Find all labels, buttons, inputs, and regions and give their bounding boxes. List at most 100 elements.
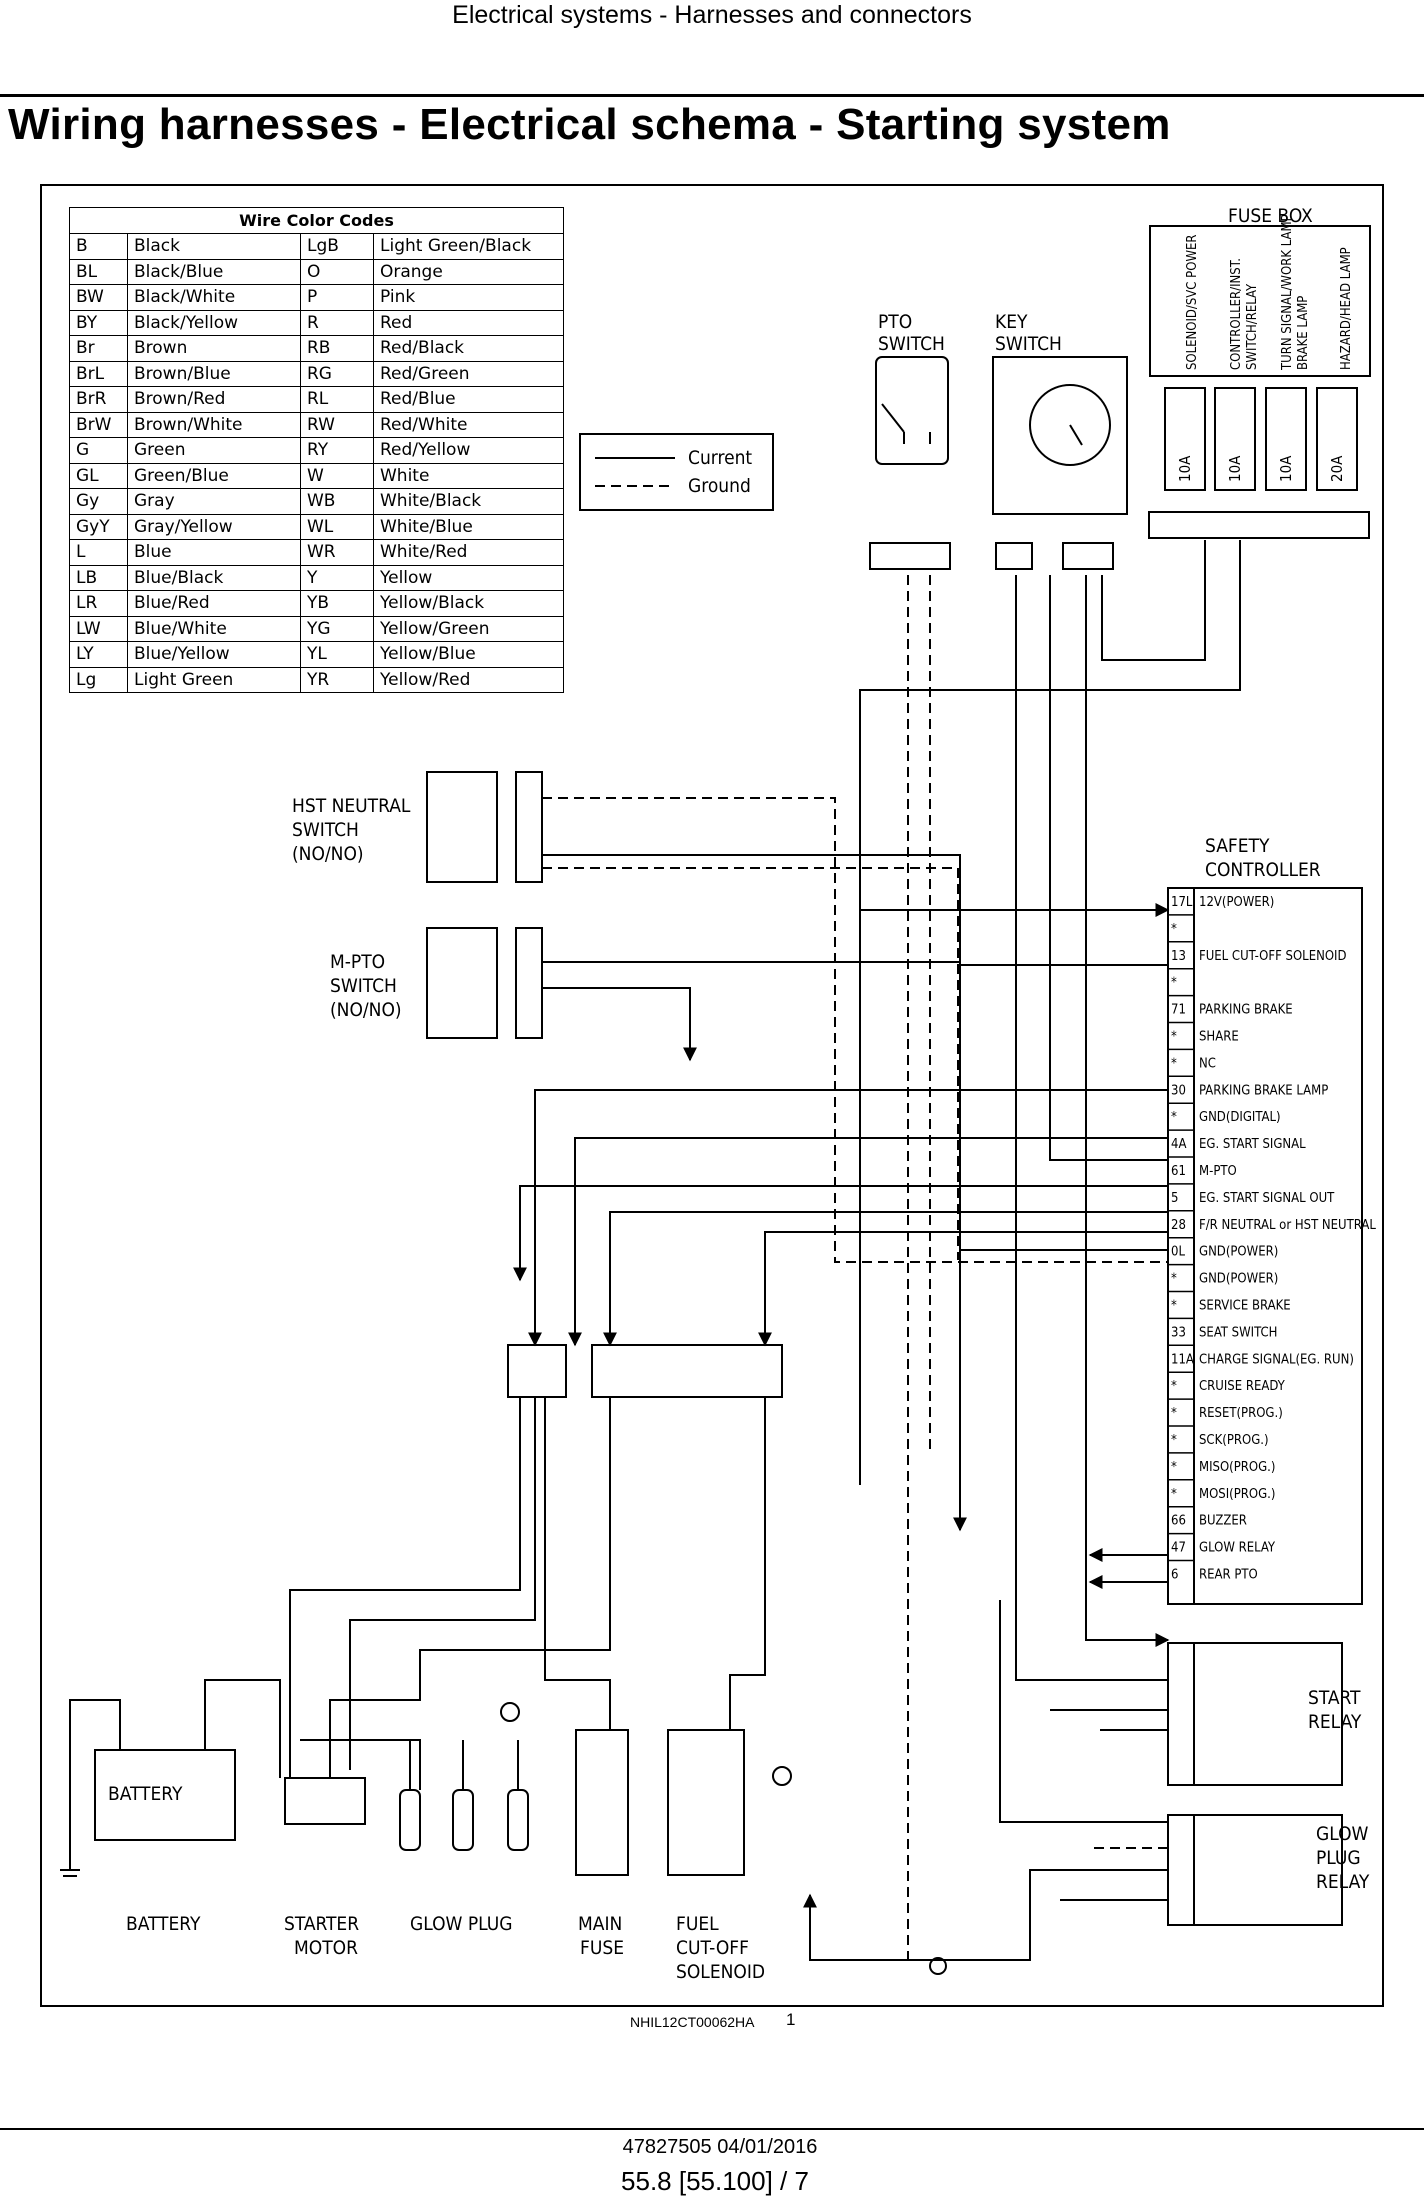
start-relay [1193,1642,1343,1786]
safety-pin-number: * [1171,1487,1177,1502]
wire-color-name: Red/Blue [373,386,564,413]
safety-pin-number: 33 [1171,1325,1186,1340]
legend-ground-label: Ground [688,475,751,497]
glow-plug-relay [1193,1814,1343,1926]
safety-controller [1193,887,1363,1605]
safety-pin-number: * [1171,1460,1177,1475]
glow-plug-1 [399,1789,421,1851]
glow-plug-2 [452,1789,474,1851]
glow-relay-label: RELAY [1316,1871,1370,1893]
safety-pin-function: M-PTO [1199,1164,1237,1179]
fuse-label: HAZARD/HEAD LAMP [1339,247,1354,370]
safety-pin-function: EG. START SIGNAL [1199,1137,1306,1152]
fuse-amp: 10A [1176,455,1194,482]
glow-relay-pins [1167,1814,1195,1926]
wire-codes-heading: Wire Color Codes [69,207,564,234]
glow-relay-label: PLUG [1316,1847,1361,1869]
mpto-switch-label: (NO/NO) [330,999,402,1021]
wire-code: LB [69,564,128,591]
ground-e13 [772,1766,792,1786]
figure-id: NHIL12CT00062HA [630,2014,755,2030]
wire-color-name: Yellow [373,564,564,591]
safety-pin-function: EG. START SIGNAL OUT [1199,1191,1335,1206]
wire-code: R [300,309,374,336]
mpto-switch-label: SWITCH [330,975,397,997]
pto-switch-label: SWITCH [878,333,945,355]
main-fuse-caption: FUSE [580,1937,624,1959]
safety-pin-number: * [1171,1056,1177,1071]
safety-pin-number: * [1171,922,1177,937]
wire-code: GyY [69,513,128,540]
fuel-cutoff-solenoid-symbol [667,1729,745,1876]
fuse-label: TURN SIGNAL/WORK LAMP [1280,214,1295,371]
wire-color-name: White/Blue [373,513,564,540]
wire-code: RL [300,386,374,413]
safety-pin-number: 28 [1171,1218,1186,1233]
wire-color-name: Red/Black [373,335,564,362]
wire-color-name: Yellow/Red [373,666,564,693]
safety-pin-function: PARKING BRAKE LAMP [1199,1083,1328,1098]
fuel-solenoid-caption: SOLENOID [676,1961,765,1983]
footer-rule [0,2128,1424,2130]
wire-color-name: Light Green [127,666,301,693]
hst-neutral-switch-label: HST NEUTRAL [292,795,411,817]
connector-m01 [507,1344,567,1398]
key-switch-symbol [992,356,1128,515]
safety-pin-number: 5 [1171,1191,1178,1206]
wire-code: RB [300,335,374,362]
page-title: Wiring harnesses - Electrical schema - S… [8,100,1171,149]
glow-plug-caption: GLOW PLUG [410,1913,513,1935]
safety-pin-number: * [1171,1379,1177,1394]
battery-symbol-label: BATTERY [108,1783,183,1805]
glow-relay-label: GLOW [1316,1823,1369,1845]
safety-pin-function: SEAT SWITCH [1199,1325,1277,1340]
safety-pin-function: SERVICE BRAKE [1199,1299,1291,1314]
wire-color-name: Brown/Blue [127,360,301,387]
header-rule [0,94,1424,97]
safety-pin-function: GND(DIGITAL) [1199,1110,1281,1125]
safety-pin-function: PARKING BRAKE [1199,1003,1293,1018]
wire-color-name: Black/Blue [127,258,301,285]
fuse-label: SWITCH/RELAY [1245,283,1260,370]
safety-pin-number: * [1171,976,1177,991]
mpto-switch-symbol [426,927,498,1039]
safety-pin-number: 47 [1171,1541,1186,1556]
safety-pin-function: MISO(PROG.) [1199,1460,1275,1475]
safety-pin-function: NC [1199,1056,1216,1071]
fuse-amp: 10A [1277,455,1295,482]
fuse-label: SOLENOID/SVC POWER [1185,234,1200,370]
wire-code: W [300,462,374,489]
wire-color-name: Blue [127,539,301,566]
safety-pin-function: GND(POWER) [1199,1272,1278,1287]
wire-code: BrL [69,360,128,387]
fuse-label: BRAKE LAMP [1296,296,1311,370]
safety-pin-number: 11A [1171,1352,1194,1367]
safety-pin-number: * [1171,1406,1177,1421]
starter-motor-caption: MOTOR [294,1937,358,1959]
mpto-switch-label: M-PTO [330,951,385,973]
hst-neutral-switch-label: (NO/NO) [292,843,364,865]
safety-pin-number: 0L [1171,1245,1185,1260]
wire-code: O [300,258,374,285]
safety-controller-label: SAFETY [1205,835,1270,857]
connector-m09 [995,542,1033,570]
wire-color-name: Light Green/Black [373,233,564,260]
connector-m07 [1148,511,1370,539]
wire-code: WR [300,539,374,566]
wire-color-name: Blue/White [127,615,301,642]
key-switch-label: KEY [995,311,1028,333]
wire-color-name: Black [127,233,301,260]
page-header: Electrical systems - Harnesses and conne… [452,1,972,29]
main-fuse-caption: MAIN [578,1913,622,1935]
safety-pin-function: FUEL CUT-OFF SOLENOID [1199,949,1346,964]
pto-switch-label: PTO [878,311,912,333]
